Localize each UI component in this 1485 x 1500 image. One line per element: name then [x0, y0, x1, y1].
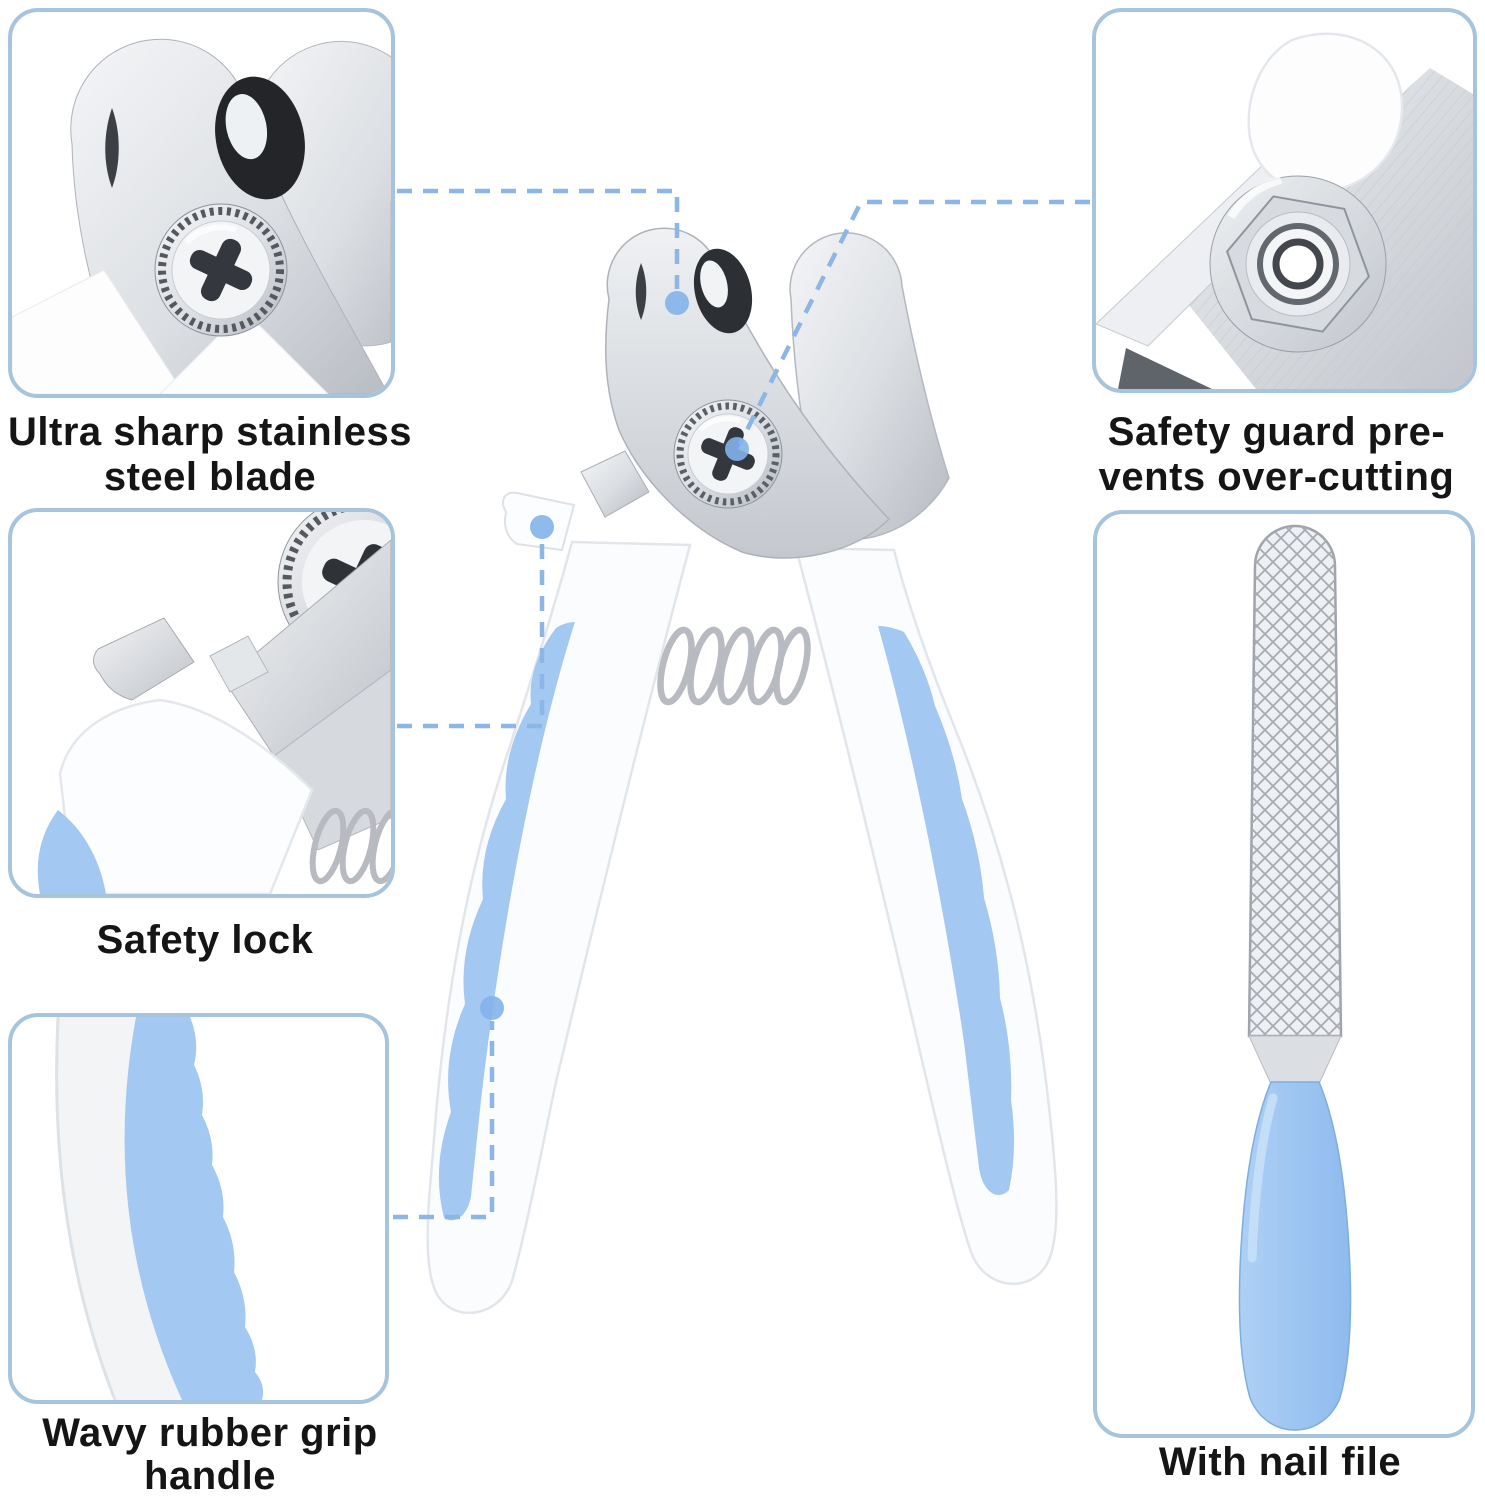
handle-top-right: [159, 309, 329, 394]
label-grip: Wavy rubber grip handle: [0, 1411, 420, 1499]
label-grip-line1: Wavy rubber grip: [42, 1411, 378, 1455]
guard-nut: [1209, 175, 1387, 353]
feature-dot-grip: [480, 996, 504, 1020]
label-lock-line1: Safety lock: [96, 918, 314, 962]
connector-grip: [393, 1021, 495, 1220]
coil-spring: [657, 626, 811, 706]
connector-blade: [397, 188, 680, 289]
left-handle: [426, 540, 692, 1314]
connector-lock: [397, 541, 545, 729]
label-guard-line2: vents over-cutting: [1098, 454, 1455, 499]
rubber-grip-start: [37, 810, 106, 894]
feature-dot-blade: [665, 291, 689, 315]
spring-partial: [309, 807, 391, 885]
label-grip-line2: handle: [144, 1454, 276, 1499]
guard-closeup-image: [1096, 32, 1473, 389]
nail-file-image: [1238, 524, 1352, 1431]
file-crosshatch: [1249, 526, 1341, 1036]
cutting-head: [605, 227, 950, 559]
callout-guard-closeup: [1092, 8, 1477, 393]
label-file: With nail file: [1075, 1440, 1485, 1485]
blade-closeup-image: [12, 38, 391, 394]
safety-lock-lever: [580, 450, 650, 518]
grip-closeup-image: [55, 1017, 264, 1400]
callout-lock-closeup: [8, 508, 395, 898]
right-handle-body: [794, 546, 1058, 1286]
phillips-cross: [189, 238, 253, 302]
safety-lock: [502, 450, 650, 552]
label-blade-line1: Ultra sharp stainless: [8, 410, 412, 454]
feature-dot-lock: [530, 515, 554, 539]
left-handle-rubber-grip: [438, 622, 575, 1221]
file-tang: [1248, 1035, 1342, 1085]
blade-gap-shadow: [105, 108, 119, 188]
label-guard: Safety guard pre- vents over-cutting: [1068, 410, 1485, 500]
handle-top: [58, 698, 314, 894]
label-file-line1: With nail file: [1158, 1440, 1402, 1484]
callout-blade-closeup: [8, 8, 395, 398]
callout-grip-closeup: [8, 1013, 389, 1404]
label-lock: Safety lock: [0, 918, 410, 963]
label-blade-line2: steel blade: [103, 454, 317, 499]
handle-top-left: [12, 269, 185, 394]
right-handle-rubber-grip: [878, 626, 1015, 1196]
label-guard-line1: Safety guard pre-: [1107, 410, 1446, 454]
nail-hole: [693, 248, 753, 334]
right-handle: [794, 546, 1058, 1286]
handle-white-strip: [56, 1017, 183, 1400]
safety-lock-lever: [209, 635, 269, 693]
feature-dots: [480, 291, 749, 1020]
nail-hole: [215, 76, 305, 200]
callout-nail-file: [1093, 510, 1475, 1438]
feature-dot-guard: [725, 437, 749, 461]
lock-closeup-image: [37, 512, 391, 894]
blade-serrated-corner: [1118, 348, 1212, 389]
file-blade: [1247, 524, 1343, 1038]
pivot-screw: [154, 203, 288, 337]
blade-gap-shadow: [635, 263, 647, 320]
safety-lock-tab: [93, 617, 195, 701]
handle-edge-line: [55, 1017, 117, 1400]
label-blade: Ultra sharp stainless steel blade: [0, 410, 420, 500]
rubber-grip-wavy-strip: [124, 1017, 264, 1400]
blade-arm: [223, 539, 391, 757]
file-handle: [1238, 1081, 1352, 1431]
connector-lines: [393, 188, 1090, 1220]
